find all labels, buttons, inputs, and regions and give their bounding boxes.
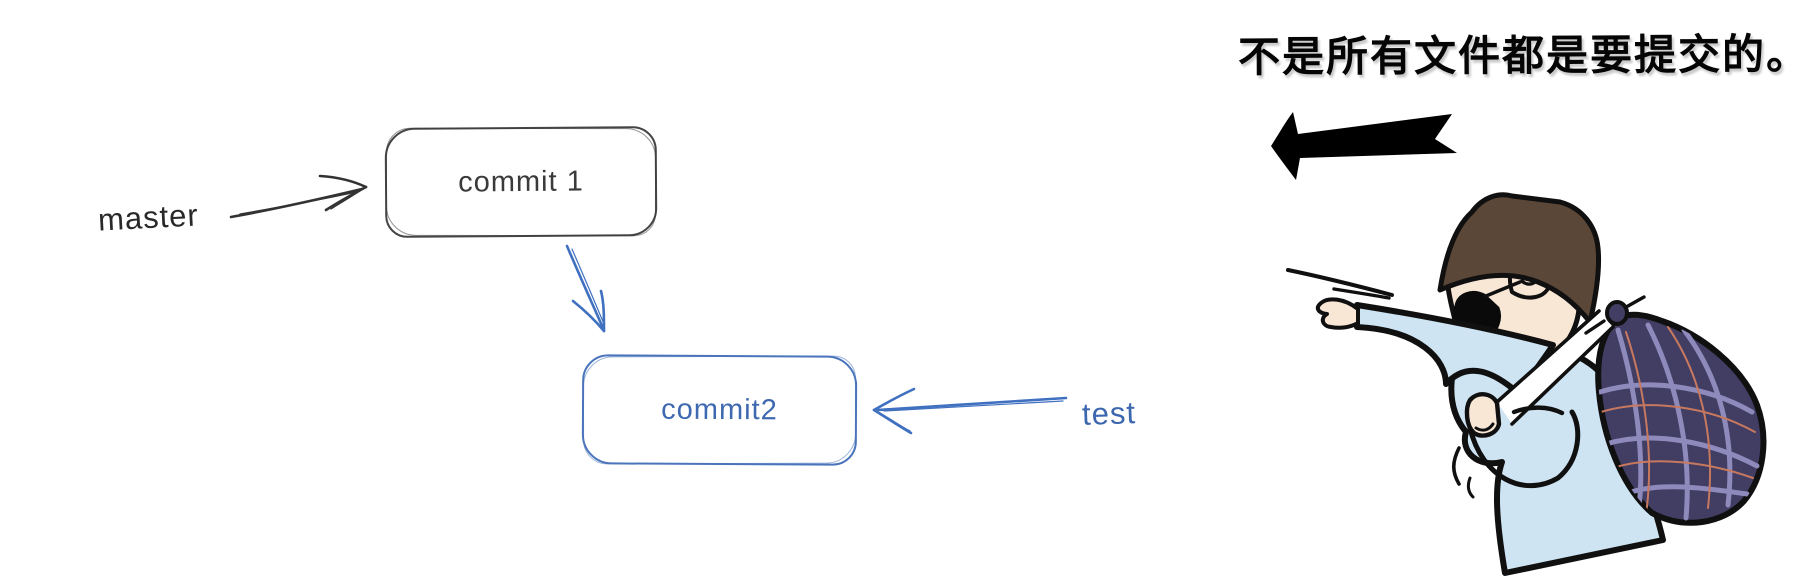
- arm-fold-line: [1511, 405, 1565, 416]
- sleeve-fold: [1467, 409, 1581, 489]
- arrow-barb: [318, 174, 368, 189]
- plaid-accent-line: [1600, 404, 1756, 433]
- strap-band: [1497, 311, 1613, 424]
- plaid-line: [1622, 484, 1750, 497]
- arrow-barb: [324, 185, 368, 212]
- edge-shaft-sketch: [571, 248, 605, 325]
- fist: [1464, 392, 1565, 438]
- fist-thumb-line: [1474, 422, 1495, 432]
- knot: [1605, 300, 1629, 326]
- plaid-line: [1615, 327, 1644, 518]
- arrow-shaft: [876, 396, 1068, 412]
- sack: [1595, 311, 1767, 526]
- motion-line: [1286, 268, 1394, 297]
- arrow-shaft-sketch: [239, 191, 357, 215]
- plaid-accent-line: [1612, 460, 1754, 479]
- plaid-accent-line: [1667, 326, 1711, 509]
- sack-knot: [1584, 295, 1646, 335]
- master-arrow: [229, 174, 368, 219]
- edge-barb: [599, 289, 606, 333]
- plaid-line: [1603, 435, 1760, 469]
- knot-tie: [1626, 295, 1646, 308]
- plaid-line: [1681, 327, 1733, 508]
- arrow-barb-sketch: [330, 190, 361, 210]
- arrow-shaft: [229, 187, 364, 219]
- knot-tie: [1584, 319, 1606, 335]
- edge-barb: [571, 299, 606, 333]
- hat: [1437, 192, 1601, 325]
- edge-commit1-commit2: [565, 244, 606, 333]
- pointing-hand: [1315, 297, 1360, 330]
- arrow-barb: [872, 387, 916, 412]
- motion-line: [1332, 287, 1391, 300]
- wobble-mark: [1466, 476, 1475, 499]
- arrow-barb: [872, 408, 913, 435]
- strap-edge: [1495, 309, 1601, 404]
- arrow-shaft-sketch: [883, 400, 1064, 412]
- left-pointing-arrow-icon: [1271, 112, 1457, 180]
- plaid-accent-line: [1625, 331, 1651, 515]
- sack-plaid: [1598, 322, 1760, 521]
- arrow-barb-sketch: [879, 412, 911, 432]
- wobble-mark: [1451, 446, 1461, 486]
- thief-illustration: [1286, 192, 1767, 576]
- wobble-marks: [1451, 446, 1475, 499]
- mask-strap-line: [1484, 280, 1522, 298]
- motion-lines: [1286, 268, 1394, 300]
- test-arrow: [872, 387, 1068, 435]
- edge-shaft: [565, 244, 605, 330]
- plaid-line: [1598, 382, 1755, 415]
- plaid-line: [1645, 322, 1690, 521]
